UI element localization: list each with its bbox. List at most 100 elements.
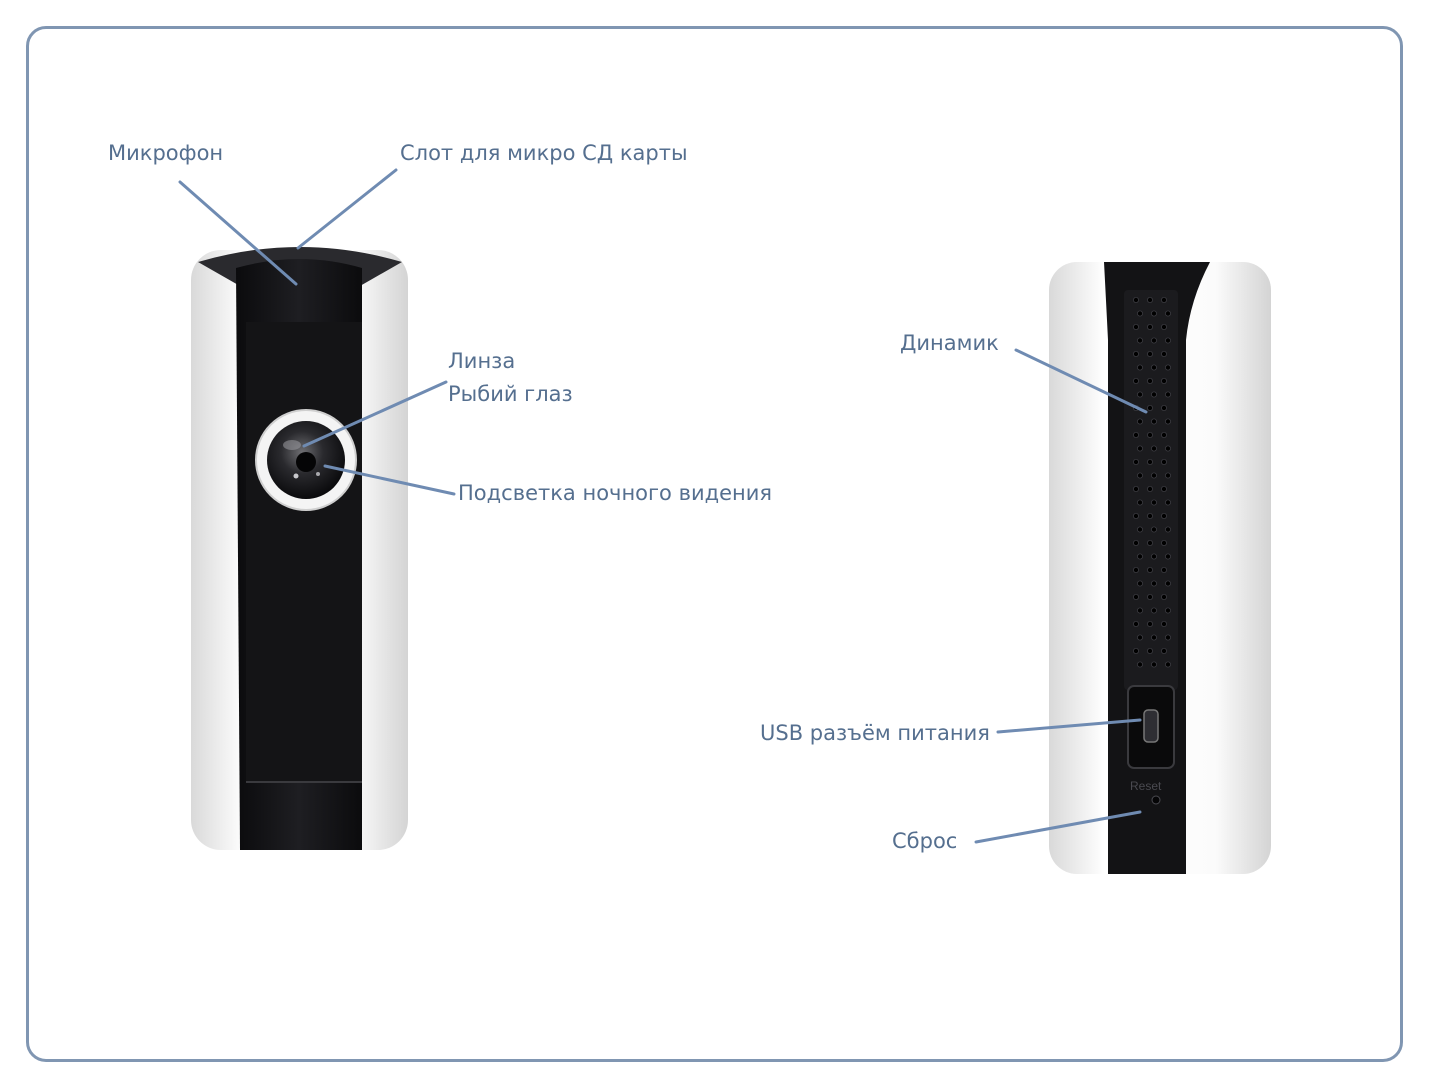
label-speaker: Динамик <box>900 327 999 360</box>
speaker-hole <box>1137 608 1142 613</box>
speaker-hole <box>1151 662 1156 667</box>
speaker-hole <box>1147 459 1152 464</box>
speaker-hole <box>1161 567 1166 572</box>
speaker-hole <box>1133 594 1138 599</box>
speaker-hole <box>1161 297 1166 302</box>
speaker-hole <box>1133 324 1138 329</box>
label-ir-light: Подсветка ночного видения <box>458 477 772 510</box>
speaker-hole <box>1133 297 1138 302</box>
speaker-hole <box>1151 527 1156 532</box>
speaker-hole <box>1161 405 1166 410</box>
speaker-hole <box>1165 581 1170 586</box>
speaker-hole <box>1133 540 1138 545</box>
speaker-hole <box>1137 500 1142 505</box>
speaker-hole <box>1133 486 1138 491</box>
label-lens-line2: Рыбий глаз <box>448 378 573 411</box>
speaker-hole <box>1151 311 1156 316</box>
speaker-hole <box>1161 432 1166 437</box>
leader-sd-slot <box>298 170 396 248</box>
speaker-hole <box>1137 581 1142 586</box>
reset-marking: Reset <box>1130 779 1162 793</box>
speaker-hole <box>1147 486 1152 491</box>
speaker-hole <box>1137 365 1142 370</box>
label-sd-slot: Слот для микро СД карты <box>400 137 688 170</box>
speaker-hole <box>1161 621 1166 626</box>
speaker-hole <box>1165 419 1170 424</box>
speaker-hole <box>1147 621 1152 626</box>
speaker-hole <box>1151 473 1156 478</box>
speaker-hole <box>1165 392 1170 397</box>
speaker-hole <box>1151 392 1156 397</box>
usb-port-socket <box>1144 710 1158 742</box>
speaker-hole <box>1151 338 1156 343</box>
speaker-hole <box>1165 311 1170 316</box>
speaker-hole <box>1137 392 1142 397</box>
speaker-hole <box>1165 338 1170 343</box>
speaker-hole <box>1161 378 1166 383</box>
speaker-hole <box>1133 378 1138 383</box>
speaker-hole <box>1165 635 1170 640</box>
label-reset: Сброс <box>892 825 957 858</box>
speaker-hole <box>1133 567 1138 572</box>
speaker-hole <box>1151 581 1156 586</box>
speaker-hole <box>1137 473 1142 478</box>
speaker-hole <box>1147 324 1152 329</box>
camera-front-view <box>191 247 408 850</box>
speaker-hole <box>1165 662 1170 667</box>
speaker-hole <box>1151 635 1156 640</box>
speaker-hole <box>1133 648 1138 653</box>
speaker-hole <box>1147 297 1152 302</box>
speaker-hole <box>1161 486 1166 491</box>
speaker-hole <box>1137 419 1142 424</box>
speaker-hole <box>1137 635 1142 640</box>
speaker-hole <box>1133 351 1138 356</box>
speaker-hole <box>1147 378 1152 383</box>
speaker-hole <box>1147 648 1152 653</box>
speaker-hole <box>1161 351 1166 356</box>
speaker-hole <box>1147 405 1152 410</box>
speaker-hole <box>1133 513 1138 518</box>
speaker-hole <box>1165 446 1170 451</box>
speaker-hole <box>1147 432 1152 437</box>
speaker-hole <box>1161 324 1166 329</box>
speaker-hole <box>1137 662 1142 667</box>
speaker-hole <box>1147 567 1152 572</box>
label-microphone: Микрофон <box>108 137 223 170</box>
speaker-hole <box>1161 594 1166 599</box>
speaker-hole <box>1161 459 1166 464</box>
speaker-hole <box>1165 473 1170 478</box>
speaker-hole <box>1147 513 1152 518</box>
reset-pinhole <box>1152 796 1160 804</box>
speaker-hole <box>1151 500 1156 505</box>
speaker-hole <box>1165 527 1170 532</box>
speaker-hole <box>1151 365 1156 370</box>
speaker-hole <box>1137 554 1142 559</box>
speaker-hole <box>1151 419 1156 424</box>
speaker-hole <box>1165 365 1170 370</box>
speaker-hole <box>1133 459 1138 464</box>
speaker-hole <box>1137 311 1142 316</box>
speaker-hole <box>1161 648 1166 653</box>
speaker-hole <box>1137 527 1142 532</box>
speaker-hole <box>1165 608 1170 613</box>
speaker-hole <box>1147 540 1152 545</box>
speaker-hole <box>1151 446 1156 451</box>
speaker-hole <box>1165 500 1170 505</box>
speaker-hole <box>1147 594 1152 599</box>
speaker-hole <box>1161 513 1166 518</box>
speaker-hole <box>1137 446 1142 451</box>
speaker-hole <box>1165 554 1170 559</box>
camera-back-view: Reset <box>1049 262 1271 874</box>
speaker-hole <box>1137 338 1142 343</box>
speaker-hole <box>1151 554 1156 559</box>
speaker-hole <box>1151 608 1156 613</box>
speaker-hole <box>1147 351 1152 356</box>
speaker-hole <box>1133 621 1138 626</box>
label-usb-port: USB разъём питания <box>760 717 990 750</box>
speaker-hole <box>1133 432 1138 437</box>
label-lens: Линза Рыбий глаз <box>448 345 573 411</box>
camera-front-upper-panel <box>246 322 362 782</box>
label-lens-line1: Линза <box>448 345 573 378</box>
speaker-hole <box>1161 540 1166 545</box>
